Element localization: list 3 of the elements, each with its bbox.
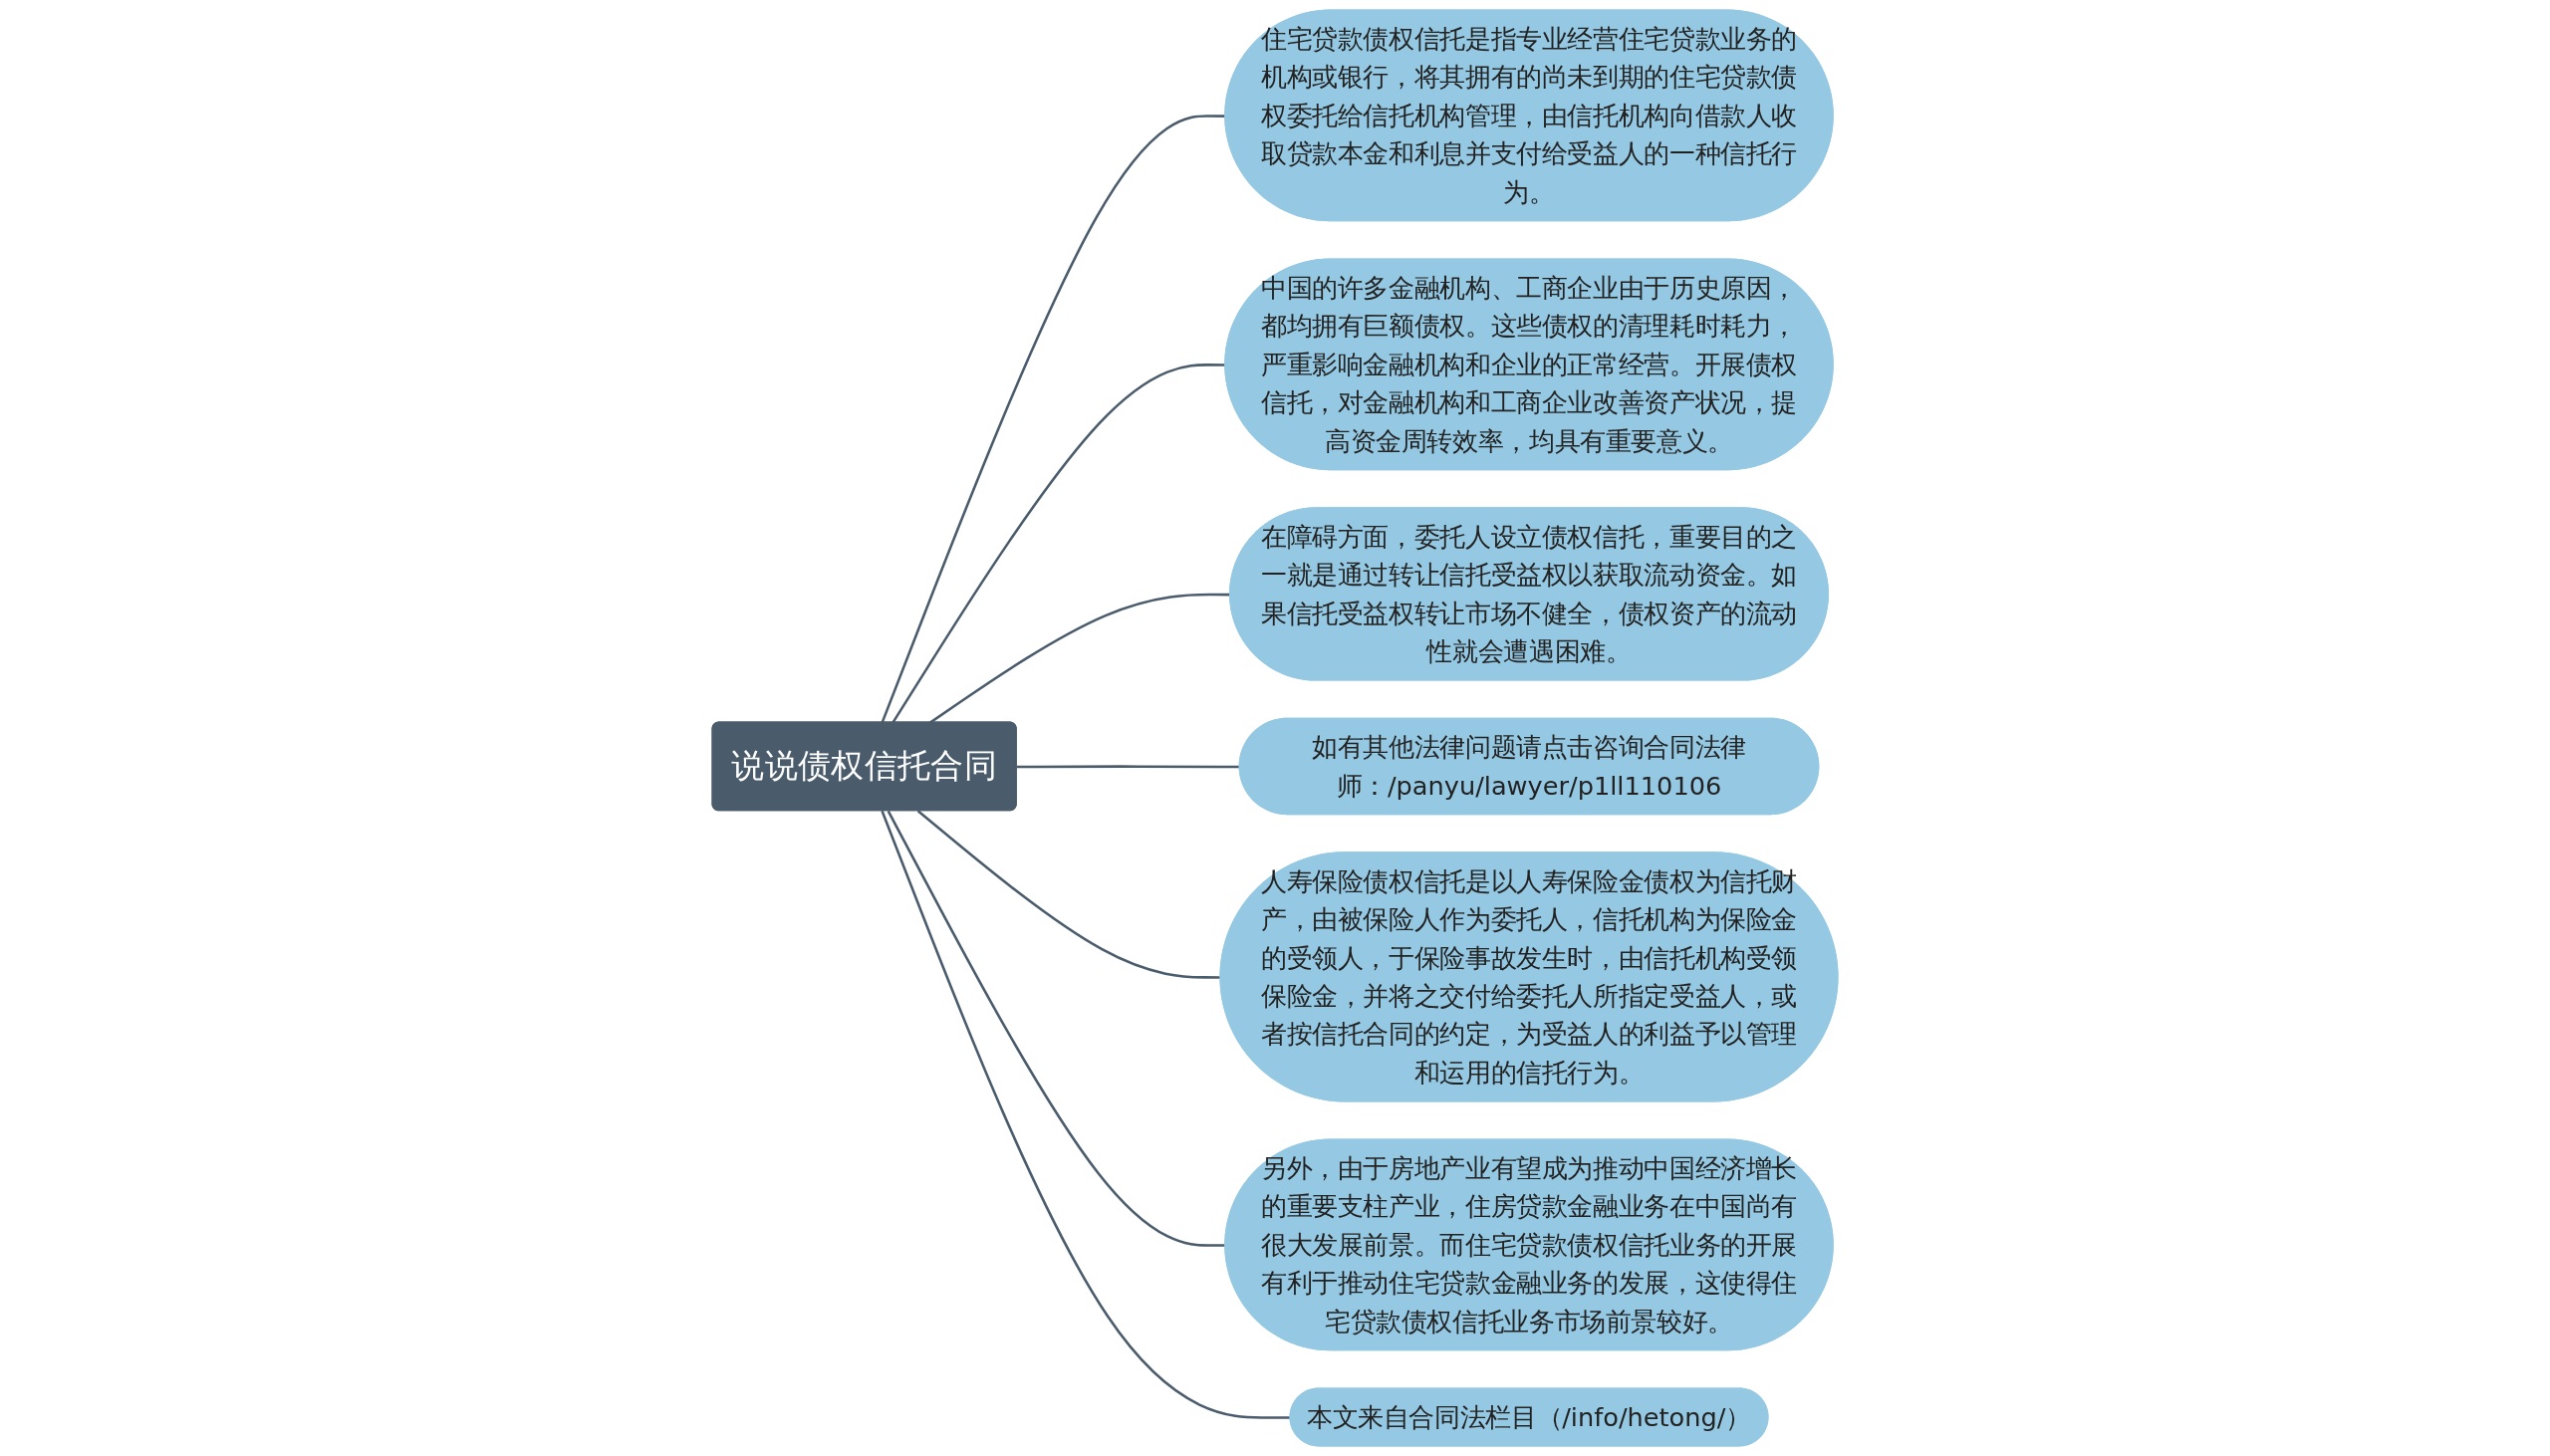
connector bbox=[916, 810, 1221, 979]
connector bbox=[1016, 765, 1240, 769]
connector bbox=[881, 810, 1291, 1419]
